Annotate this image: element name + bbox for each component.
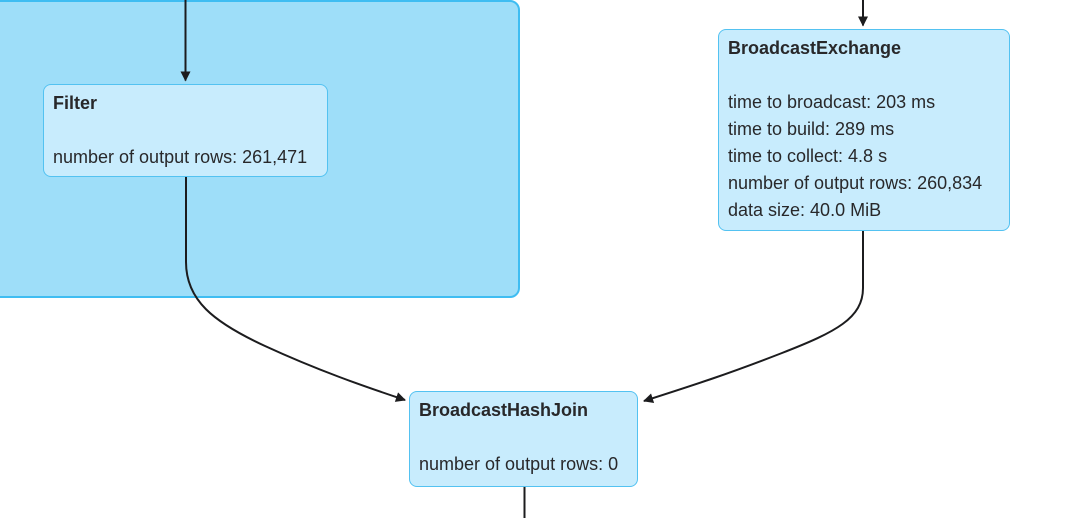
node-broadcast-exchange-spacer — [728, 62, 1000, 89]
node-broadcast-hash-join-spacer — [419, 424, 628, 451]
edge-filter-to-broadcast-hash-join — [185, 176, 406, 402]
node-broadcast-exchange-metric-data-size: data size: 40.0 MiB — [728, 200, 882, 220]
node-broadcast-exchange-metric-output-rows: number of output rows: 260,834 — [728, 173, 983, 193]
node-filter-metric-output-rows: number of output rows: 261,471 — [53, 147, 308, 167]
node-broadcast-hash-join-title: BroadcastHashJoin — [419, 400, 589, 420]
node-broadcast-exchange-metric-time-to-collect: time to collect: 4.8 s — [728, 146, 888, 166]
node-broadcast-exchange-title: BroadcastExchange — [728, 38, 902, 58]
edge-broadcast-exchange-to-broadcast-hash-join — [643, 230, 864, 404]
node-filter-spacer — [53, 117, 318, 144]
node-broadcast-exchange-metric-time-to-broadcast: time to broadcast: 203 ms — [728, 92, 936, 112]
node-filter[interactable]: Filter number of output rows: 261,471 — [43, 84, 328, 177]
node-broadcast-hash-join-metric-output-rows: number of output rows: 0 — [419, 454, 619, 474]
node-broadcast-exchange-metric-time-to-build: time to build: 289 ms — [728, 119, 895, 139]
node-broadcast-exchange[interactable]: BroadcastExchange time to broadcast: 203… — [718, 29, 1010, 231]
node-filter-title: Filter — [53, 93, 98, 113]
node-broadcast-hash-join[interactable]: BroadcastHashJoin number of output rows:… — [409, 391, 638, 487]
